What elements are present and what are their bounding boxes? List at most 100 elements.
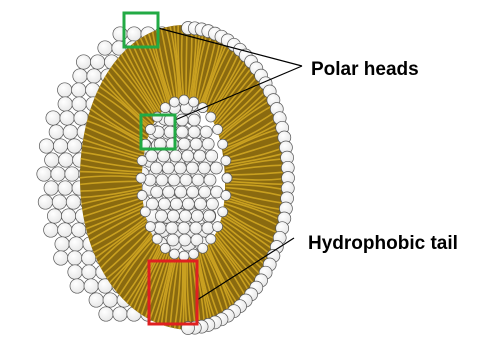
inner-polar-head <box>155 210 167 222</box>
polar-head <box>58 97 72 111</box>
inner-polar-head <box>191 210 203 222</box>
inner-polar-head <box>154 222 166 234</box>
inner-rim-polar-head <box>169 97 179 107</box>
inner-polar-head <box>170 150 182 162</box>
polar-head <box>98 41 112 55</box>
polar-head <box>90 55 104 69</box>
inner-rim-polar-head <box>136 173 146 183</box>
polar-head <box>44 181 58 195</box>
polar-head <box>61 209 75 223</box>
polar-head <box>58 181 72 195</box>
inner-rim-polar-head <box>145 124 155 134</box>
inner-rim-polar-head <box>213 222 223 232</box>
inner-polar-head <box>188 126 200 138</box>
inner-polar-head <box>166 222 178 234</box>
inner-rim-polar-head <box>206 234 216 244</box>
inner-polar-head <box>175 186 187 198</box>
inner-polar-head <box>158 150 170 162</box>
inner-rim-polar-head <box>218 139 228 149</box>
polar-head <box>99 307 113 321</box>
inner-polar-head <box>168 174 180 186</box>
polar-head <box>53 139 67 153</box>
inner-polar-head <box>194 198 206 210</box>
inner-rim-polar-head <box>198 243 208 253</box>
inner-rim-polar-head <box>221 156 231 166</box>
inner-polar-head <box>182 150 194 162</box>
inner-polar-head <box>188 114 200 126</box>
polar-head <box>70 279 84 293</box>
inner-polar-head <box>194 150 206 162</box>
polar-head <box>66 195 80 209</box>
inner-rim-polar-head <box>160 103 170 113</box>
inner-polar-head <box>174 162 186 174</box>
polar-head <box>84 279 98 293</box>
polar-head <box>45 153 59 167</box>
polar-head <box>68 251 82 265</box>
polar-head <box>89 293 103 307</box>
polar-head <box>127 27 141 41</box>
polar-head <box>103 293 117 307</box>
polar-head <box>67 139 81 153</box>
polar-head <box>63 125 77 139</box>
polar-head <box>49 125 63 139</box>
polar-head <box>60 111 74 125</box>
polar-head <box>54 251 68 265</box>
label-polar-heads: Polar heads <box>311 59 419 81</box>
polar-head <box>87 69 101 83</box>
inner-polar-head <box>206 198 218 210</box>
inner-rim-polar-head <box>137 156 147 166</box>
inner-rim-polar-head <box>169 249 179 259</box>
inner-polar-head <box>199 186 211 198</box>
polar-head <box>38 195 52 209</box>
inner-polar-head <box>192 174 204 186</box>
polar-head <box>82 251 96 265</box>
inner-polar-head <box>198 162 210 174</box>
inner-rim-polar-head <box>213 124 223 134</box>
polar-head <box>46 111 60 125</box>
label-hydrophobic-tail: Hydrophobic tail <box>308 233 458 255</box>
inner-rim-polar-head <box>179 95 189 105</box>
polar-head <box>113 307 127 321</box>
polar-head <box>76 55 90 69</box>
inner-polar-head <box>202 138 214 150</box>
inner-rim-polar-head <box>152 234 162 244</box>
inner-polar-head <box>146 150 158 162</box>
inner-polar-head <box>190 222 202 234</box>
polar-head <box>74 111 88 125</box>
inner-polar-head <box>151 186 163 198</box>
polar-head <box>65 167 79 181</box>
polar-head <box>55 237 69 251</box>
polar-head <box>58 223 72 237</box>
inner-rim-polar-head <box>189 249 199 259</box>
polar-head <box>82 265 96 279</box>
polar-head <box>37 167 51 181</box>
polar-head <box>57 83 71 97</box>
inner-polar-head <box>163 186 175 198</box>
polar-head <box>68 265 82 279</box>
inner-rim-polar-head <box>221 190 231 200</box>
inner-polar-head <box>187 186 199 198</box>
inner-polar-head <box>186 162 198 174</box>
polar-head <box>69 237 83 251</box>
polar-head <box>44 223 58 237</box>
polar-head <box>72 223 86 237</box>
polar-head <box>59 153 73 167</box>
inner-rim-polar-head <box>189 97 199 107</box>
inner-polar-head <box>170 198 182 210</box>
inner-polar-head <box>206 150 218 162</box>
polar-head <box>72 97 86 111</box>
inner-rim-polar-head <box>140 207 150 217</box>
inner-polar-head <box>180 174 192 186</box>
polar-head <box>39 139 53 153</box>
inner-polar-head <box>178 222 190 234</box>
inner-polar-head <box>179 210 191 222</box>
polar-head <box>51 167 65 181</box>
polar-head <box>72 83 86 97</box>
polar-head <box>52 195 66 209</box>
inner-polar-head <box>158 198 170 210</box>
inner-polar-head <box>202 222 214 234</box>
inner-polar-head <box>203 210 215 222</box>
inner-polar-head <box>179 234 191 246</box>
